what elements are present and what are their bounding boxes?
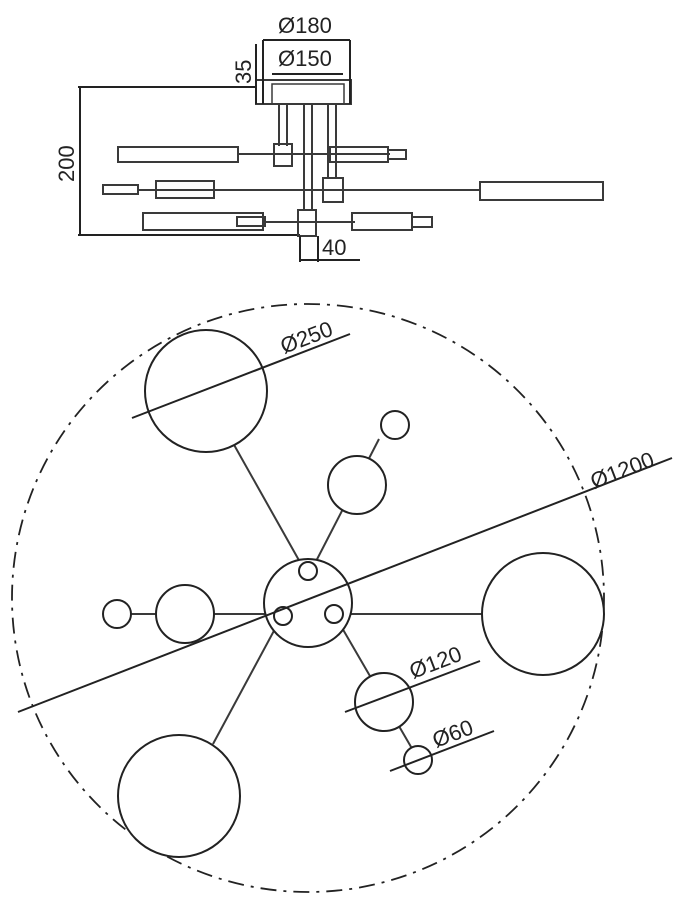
dim-canopy-height: 35 bbox=[231, 44, 257, 104]
side-arm-top bbox=[117, 143, 407, 167]
dim-overall-label: Ø1200 bbox=[587, 447, 658, 494]
dim-total-height-label: 200 bbox=[54, 145, 79, 182]
dim-large-globe-label: Ø250 bbox=[277, 316, 336, 359]
overall-outline bbox=[11, 303, 605, 893]
globe-large-top-left bbox=[144, 329, 268, 453]
dim-small-globe-label: Ø60 bbox=[429, 714, 477, 752]
globe-large-bottom-left bbox=[117, 734, 241, 858]
globe-small-left bbox=[102, 599, 132, 629]
dim-canopy-outer-label: Ø180 bbox=[278, 13, 332, 38]
dim-offset-label: 40 bbox=[322, 235, 346, 260]
joint-top bbox=[298, 561, 318, 581]
canopy-inner bbox=[271, 83, 345, 105]
globe-small-top bbox=[380, 410, 410, 440]
joint-right bbox=[324, 604, 344, 624]
dim-canopy-inner-label: Ø150 bbox=[278, 46, 332, 71]
side-arm-middle bbox=[102, 177, 604, 203]
side-view: Ø180 Ø150 35 200 bbox=[54, 13, 604, 262]
side-arm-bottom bbox=[142, 209, 433, 237]
dim-offset: 40 bbox=[299, 235, 360, 262]
globe-large-right bbox=[481, 552, 605, 676]
dim-canopy-outer: Ø180 bbox=[262, 13, 351, 104]
dim-canopy-height-label: 35 bbox=[231, 60, 256, 84]
globe-medium-left bbox=[155, 584, 215, 644]
dim-total-height: 200 bbox=[54, 86, 300, 236]
top-view: Ø1200 Ø250 Ø120 Ø60 bbox=[11, 303, 673, 893]
globe-medium-lower bbox=[354, 672, 414, 732]
globe-medium-upper bbox=[327, 455, 387, 515]
dim-canopy-inner: Ø150 bbox=[272, 46, 343, 75]
